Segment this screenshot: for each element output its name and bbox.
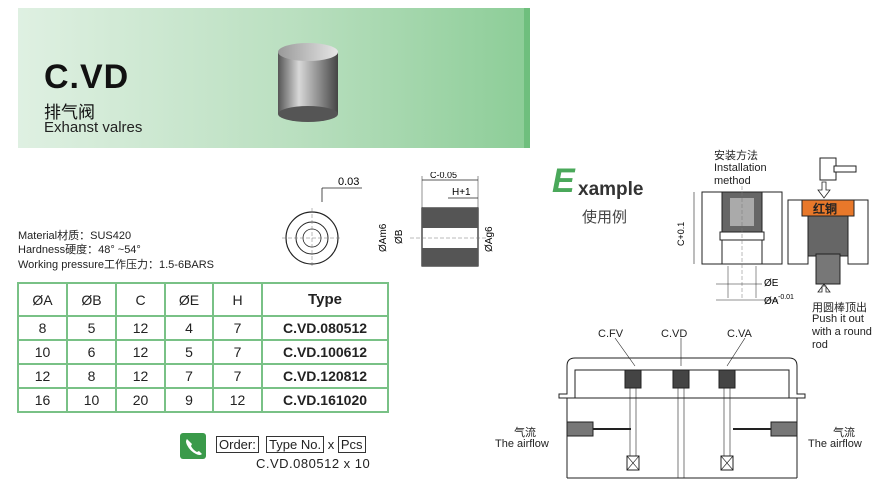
h1-label: H+1	[452, 187, 471, 198]
cell: 8	[17, 315, 68, 341]
cell: 5	[164, 339, 214, 365]
push-en-3: rod	[812, 339, 828, 351]
type-cell: C.VD.161020	[261, 387, 389, 413]
e-dim-label: ØE	[764, 278, 779, 289]
cell: 10	[17, 339, 68, 365]
cell: 12	[212, 387, 263, 413]
order-label: Order:	[216, 436, 259, 453]
cell: 8	[66, 363, 117, 389]
cell: 5	[66, 315, 117, 341]
copper-label: 红铜	[813, 202, 838, 216]
table-row: 12 8 12 7 7 C.VD.120812	[17, 363, 389, 389]
cell: 7	[212, 315, 263, 341]
c-tolerance-label: C-0.05	[430, 172, 457, 180]
cva-label: C.VA	[727, 328, 752, 340]
order-example: C.VD.080512 x 10	[256, 456, 371, 471]
install-cn: 安装方法	[714, 150, 758, 162]
cell: 7	[212, 363, 263, 389]
install-en-2: method	[714, 175, 751, 187]
cell: 16	[17, 387, 68, 413]
product-name-en: Exhanst valres	[44, 119, 143, 136]
cell: 6	[66, 339, 117, 365]
cell: 9	[164, 387, 214, 413]
col-header: C	[115, 282, 166, 317]
pcs-label: Pcs	[337, 436, 366, 453]
cell: 4	[164, 315, 214, 341]
example-title: xample	[578, 179, 644, 200]
b-label: ØB	[394, 229, 405, 244]
col-header: ØA	[17, 282, 68, 317]
phone-icon	[180, 433, 206, 459]
airflow-en-left: The airflow	[495, 438, 549, 450]
ag6-label: ØAg6	[484, 226, 495, 252]
header-banner	[18, 8, 530, 148]
cell: 12	[115, 363, 166, 389]
example-title-cn: 使用例	[582, 209, 628, 226]
type-cell: C.VD.100612	[261, 339, 389, 365]
pressure-spec: Working pressure工作压力：1.5-6BARS	[18, 259, 215, 271]
cvd-label: C.VD	[661, 328, 688, 340]
product-name-cn: 排气阀	[44, 103, 95, 122]
table-row: 16 10 20 9 12 C.VD.161020	[17, 387, 389, 413]
col-header: ØE	[164, 282, 214, 317]
cell: 10	[66, 387, 117, 413]
cfv-label: C.FV	[598, 328, 624, 340]
push-en-1: Push it out	[812, 313, 864, 325]
airflow-en-right: The airflow	[808, 438, 862, 450]
technical-drawing: 0.03 C-0.05 H+1 ØAm6 ØB ØAg6	[282, 172, 495, 268]
type-cell: C.VD.080512	[261, 315, 389, 341]
cell: 12	[115, 315, 166, 341]
order-format: Order: Type No. x Pcs	[216, 436, 366, 453]
table-row: 10 6 12 5 7 C.VD.100612	[17, 339, 389, 365]
cell: 12	[115, 339, 166, 365]
banner-edge	[524, 8, 530, 148]
hardness-spec: Hardness硬度：48° ~54°	[18, 244, 141, 256]
a-tolerance-label: -0.01	[778, 294, 794, 301]
table-row: 8 5 12 4 7 C.VD.080512	[17, 315, 389, 341]
cell: 12	[17, 363, 68, 389]
table-header-row: ØA ØB C ØE H Type	[17, 282, 389, 317]
cell: 20	[115, 387, 166, 413]
flatness-label: 0.03	[338, 176, 359, 188]
type-cell: C.VD.120812	[261, 363, 389, 389]
cell: 7	[212, 339, 263, 365]
airflow-cn-left: 气流	[514, 427, 536, 439]
c-plus-label: C+0.1	[676, 222, 686, 246]
example-title-e: E	[552, 162, 575, 200]
cell: 7	[164, 363, 214, 389]
type-no-label: Type No.	[266, 436, 325, 453]
push-cn: 用圆棒顶出	[812, 302, 867, 314]
times-sign: x	[327, 437, 335, 452]
spec-table: ØA ØB C ØE H Type 8 5 12 4 7 C.VD.080512…	[17, 282, 389, 413]
product-code: C.VD	[44, 58, 130, 96]
install-en-1: Installation	[714, 162, 767, 174]
mould-drawing	[558, 338, 806, 479]
a-dim-label: ØA	[764, 296, 779, 307]
col-header: H	[212, 282, 263, 317]
col-header: Type	[261, 282, 389, 317]
product-image	[278, 43, 338, 122]
col-header: ØB	[66, 282, 117, 317]
am6-label: ØAm6	[378, 223, 389, 252]
push-en-2: with a round	[812, 326, 872, 338]
installation-drawing: C+0.1 ØE ØA -0.01	[676, 157, 869, 307]
material-spec: Material材质：SUS420	[18, 230, 132, 242]
airflow-cn-right: 气流	[833, 427, 855, 439]
